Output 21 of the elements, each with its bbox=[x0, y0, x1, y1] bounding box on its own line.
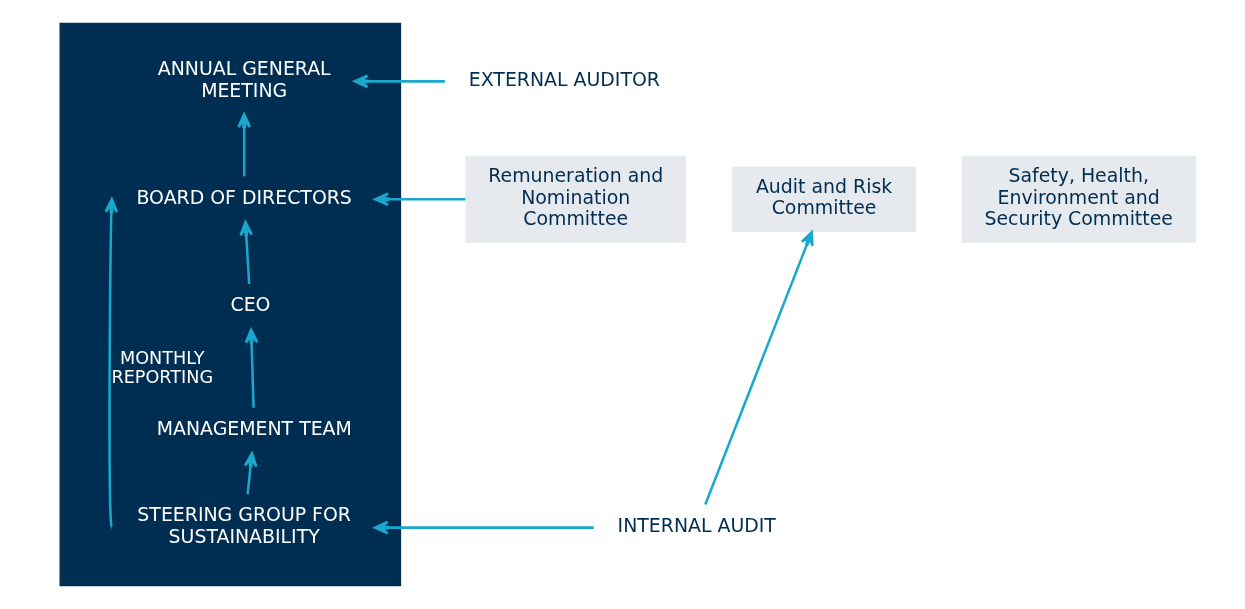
node-text: STEERING GROUP FOR SUSTAINABILITY bbox=[136, 503, 351, 547]
arrow bbox=[244, 328, 258, 408]
node-text: BOARD OF DIRECTORS bbox=[135, 185, 352, 208]
arrow bbox=[373, 192, 465, 207]
arrow bbox=[353, 74, 445, 89]
node-text: INTERNAL AUDIT bbox=[617, 514, 776, 537]
cluster bbox=[59, 22, 401, 587]
arrow bbox=[703, 230, 814, 505]
arrow bbox=[243, 452, 258, 495]
node-box: Safety, Health, Environment and Security Committee bbox=[961, 155, 1196, 243]
node-box: Remuneration and Nomination Committee bbox=[464, 155, 686, 243]
node-text: MANAGEMENT TEAM bbox=[156, 416, 352, 439]
edge-label: MONTHLY REPORTING bbox=[110, 348, 213, 387]
node-text: ANNUAL GENERAL MEETING bbox=[157, 57, 331, 101]
arrow bbox=[236, 113, 251, 177]
arrow bbox=[103, 198, 118, 528]
node-text: EXTERNAL AUDITOR bbox=[468, 67, 660, 90]
arrow bbox=[238, 221, 253, 285]
node-text: CEO bbox=[229, 293, 270, 316]
node-box: Audit and Risk Committee bbox=[731, 166, 916, 232]
arrow bbox=[373, 520, 594, 535]
